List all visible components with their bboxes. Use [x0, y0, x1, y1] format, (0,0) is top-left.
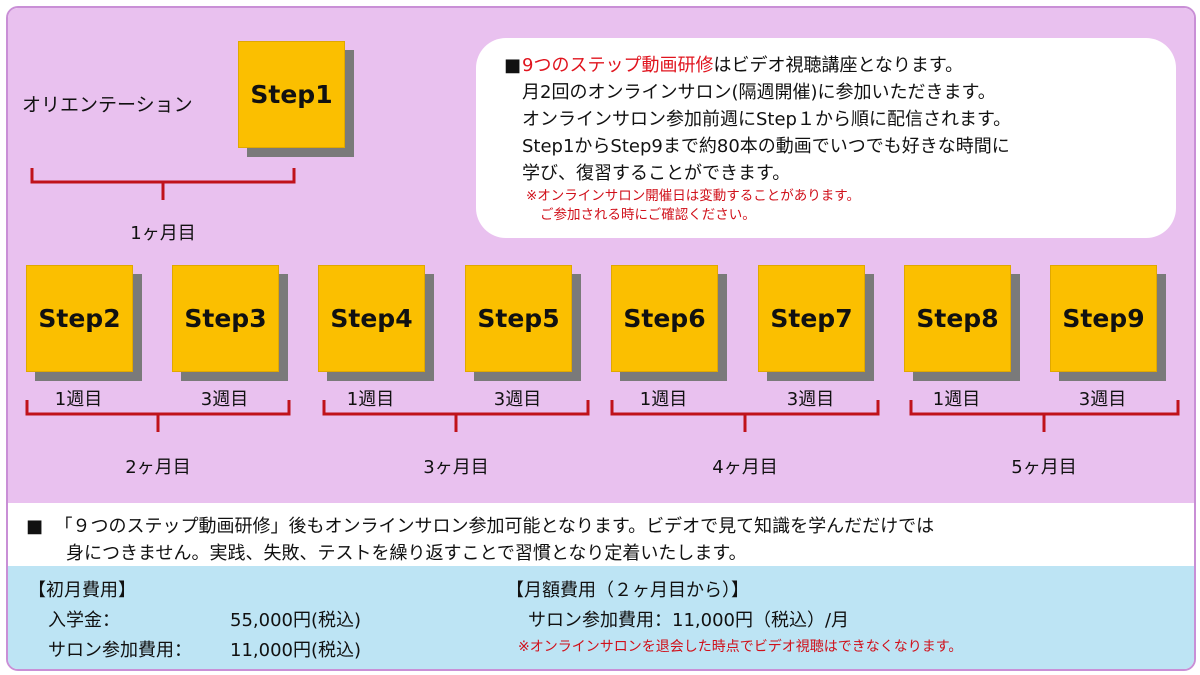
week-label-step5: 3週目 — [493, 389, 542, 410]
step-8-box: Step8 — [904, 265, 1011, 372]
month-label-5: 5ヶ月目 — [1011, 457, 1077, 478]
continuation-line-1: ■ 「９つのステップ動画研修」後もオンラインサロン参加可能となります。ビデオで見… — [26, 513, 934, 540]
week-label-step7: 3週目 — [786, 389, 835, 410]
info-line-5: 学び、復習することができます。 — [522, 163, 791, 184]
monthly-fee-line: サロン参加費用：11,000円（税込）/月 — [528, 610, 850, 631]
month-label-4: 4ヶ月目 — [712, 457, 778, 478]
info-line-4: Step1からStep9まで約80本の動画でいつでも好きな時間に — [522, 136, 1010, 157]
bracket-layer — [25, 168, 1180, 432]
info-note-2: ご参加される時にご確認ください。 — [540, 207, 756, 223]
info-line-1: ■9つのステップ動画研修はビデオ視聴講座となります。 — [504, 52, 1156, 79]
schedule-area: オリエンテーション Step1 Step2 Step3 Step4 Step5 … — [8, 8, 1194, 503]
bracket-month-5 — [909, 400, 1180, 432]
info-note-1: ※オンラインサロン開催日は変動することがあります。 — [526, 188, 860, 204]
month-label-3: 3ヶ月目 — [423, 457, 489, 478]
diagram-frame: オリエンテーション Step1 Step2 Step3 Step4 Step5 … — [6, 6, 1196, 671]
square-bullet-icon: ■ — [26, 516, 44, 537]
step-5-box: Step5 — [465, 265, 572, 372]
initial-fee-title: 【初月費用】 — [28, 580, 136, 601]
continuation-line-1-text: 「９つのステップ動画研修」後もオンラインサロン参加可能となります。ビデオで見て知… — [54, 516, 935, 537]
monthly-fee-note: ※オンラインサロンを退会した時点でビデオ視聴はできなくなります。 — [518, 639, 963, 655]
bracket-month-1 — [30, 168, 296, 200]
week-label-step8: 1週目 — [932, 389, 981, 410]
month-label-1: 1ヶ月目 — [130, 223, 196, 244]
square-bullet-icon: ■ — [504, 55, 522, 76]
info-line-2: 月2回のオンラインサロン(隔週開催)に参加いただきます。 — [522, 82, 996, 103]
course-name-highlight: 9つのステップ動画研修 — [522, 55, 714, 76]
bracket-month-3 — [322, 400, 590, 432]
bracket-month-4 — [610, 400, 880, 432]
step-9-box: Step9 — [1050, 265, 1157, 372]
admission-value: 55,000円(税込) — [230, 610, 362, 631]
info-line-3: オンラインサロン参加前週にStep１から順に配信されます。 — [522, 109, 1012, 130]
fees-panel: 【初月費用】 入学金： 55,000円(税込) サロン参加費用： 11,000円… — [8, 566, 1194, 669]
step-3-box: Step3 — [172, 265, 279, 372]
step-7-box: Step7 — [758, 265, 865, 372]
admission-label: 入学金： — [48, 610, 120, 631]
month-label-2: 2ヶ月目 — [125, 457, 191, 478]
step-2-box: Step2 — [26, 265, 133, 372]
continuation-line-2: 身につきません。実践、失敗、テストを繰り返すことで習慣となり定着いたします。 — [66, 543, 747, 564]
info-line-1-rest: はビデオ視聴講座となります。 — [713, 55, 964, 76]
step-1-box: Step1 — [238, 41, 345, 148]
continuation-text: ■ 「９つのステップ動画研修」後もオンラインサロン参加可能となります。ビデオで見… — [26, 513, 934, 567]
info-bubble: ■9つのステップ動画研修はビデオ視聴講座となります。 月2回のオンラインサロン(… — [476, 38, 1176, 238]
salon-fee-value: 11,000円(税込) — [230, 640, 362, 661]
week-label-step6: 1週目 — [639, 389, 688, 410]
week-label-step2: 1週目 — [54, 389, 103, 410]
step-4-box: Step4 — [318, 265, 425, 372]
week-label-step3: 3週目 — [200, 389, 249, 410]
week-label-step9: 3週目 — [1078, 389, 1127, 410]
step-6-box: Step6 — [611, 265, 718, 372]
salon-fee-label: サロン参加費用： — [48, 640, 192, 661]
week-label-step4: 1週目 — [346, 389, 395, 410]
bracket-month-2 — [25, 400, 291, 432]
monthly-fee-title: 【月額費用（２ヶ月目から）】 — [506, 580, 749, 601]
orientation-label: オリエンテーション — [22, 94, 193, 116]
